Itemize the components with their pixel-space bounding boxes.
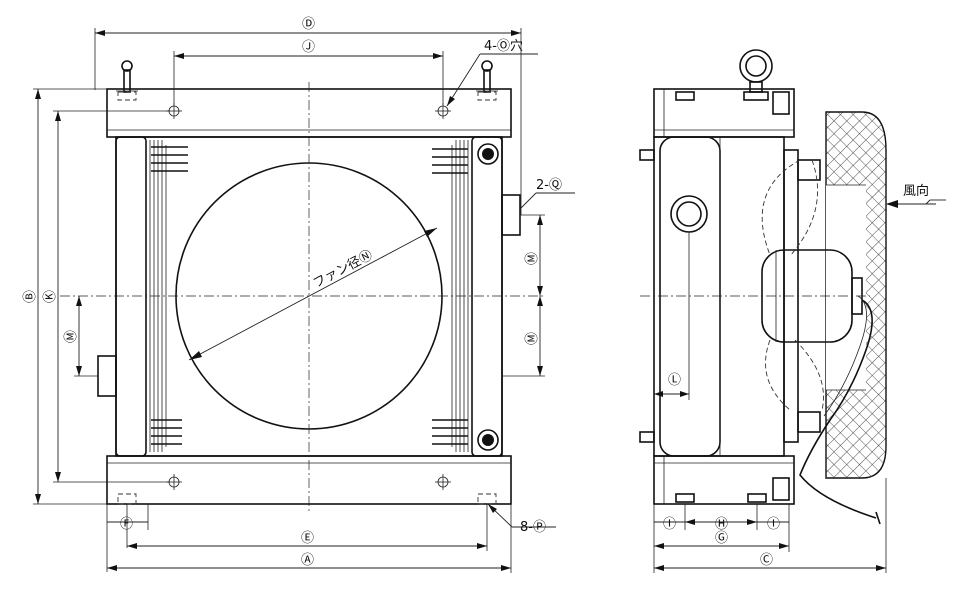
side-left-bolt-top <box>639 149 655 161</box>
dimension-e: Ⓔ <box>127 504 488 551</box>
cap-screw-top <box>477 143 499 165</box>
fan-diameter-label: ファン径Ⓝ <box>311 248 375 292</box>
dimension-g: Ⓖ <box>654 531 789 549</box>
side-port-inner <box>676 201 702 227</box>
wind-direction: 風向 <box>886 183 946 208</box>
label-wind: 風向 <box>903 183 929 199</box>
label-m-right-bottom: Ⓜ <box>525 332 540 345</box>
front-view: ファン径Ⓝ <box>23 17 575 573</box>
dimension-m-right-top: Ⓜ <box>520 214 545 296</box>
port-top-right <box>501 194 521 236</box>
eye-bolt-left <box>116 60 138 101</box>
side-tank <box>659 136 721 457</box>
leader-holes: 4-Ⓞ穴 <box>446 39 538 107</box>
motor-mount-top <box>797 159 821 181</box>
leader-bolts: 8-Ⓟ <box>487 503 556 535</box>
motor-mount-bottom <box>797 411 821 433</box>
dimension-i-left: Ⓘ <box>654 517 685 532</box>
left-tank <box>115 136 147 457</box>
side-view: Ⓛ 風向 <box>639 49 946 573</box>
label-m-left: Ⓜ <box>64 330 79 343</box>
blade-bottom <box>765 339 791 411</box>
bottom-bolt-right <box>477 493 497 505</box>
eye-bolt-right <box>476 60 498 101</box>
label-f: Ⓕ <box>120 517 133 532</box>
side-left-bolt-bottom <box>639 431 655 443</box>
side-bolt-bottom-right <box>747 493 767 503</box>
label-m-right-top: Ⓜ <box>525 252 540 265</box>
blade-top <box>761 159 801 256</box>
side-bolt-bottom-left <box>675 493 695 503</box>
bottom-bolt-left <box>117 493 137 505</box>
wind-arrow-icon <box>886 200 898 208</box>
label-holes: 4-Ⓞ穴 <box>484 39 523 54</box>
label-i-left: Ⓘ <box>663 517 676 532</box>
label-j: Ⓙ <box>302 40 315 55</box>
label-k: Ⓚ <box>43 290 58 303</box>
cap-screw-bottom <box>477 429 499 451</box>
power-cable <box>799 299 877 519</box>
dimension-h: Ⓗ <box>685 517 757 532</box>
dimension-c: Ⓒ <box>654 553 886 571</box>
side-eye-bolt <box>739 49 773 101</box>
side-core <box>653 136 785 457</box>
dimension-k: Ⓚ <box>43 110 170 483</box>
label-e: Ⓔ <box>301 531 314 546</box>
dimension-m-right-bottom: Ⓜ <box>502 296 545 377</box>
dimension-j: Ⓙ <box>173 40 444 105</box>
side-bolt-top-left <box>675 91 695 101</box>
dimension-i-right: Ⓘ <box>757 517 789 532</box>
dimension-b: Ⓑ <box>23 88 107 505</box>
dimension-a: Ⓐ <box>107 504 512 573</box>
label-ports: 2-Ⓠ <box>536 178 562 193</box>
label-i-right: Ⓘ <box>767 517 780 532</box>
label-c: Ⓒ <box>760 553 773 568</box>
label-g: Ⓖ <box>715 531 728 546</box>
label-d: Ⓓ <box>302 17 315 32</box>
side-bolt-bottom-right-2 <box>772 477 790 501</box>
right-tank <box>471 136 503 457</box>
label-bolts: 8-Ⓟ <box>520 520 546 535</box>
dimension-f: Ⓕ <box>106 504 149 572</box>
label-a: Ⓐ <box>301 553 314 568</box>
label-l: Ⓛ <box>668 373 681 388</box>
label-h: Ⓗ <box>715 517 728 532</box>
side-bolt-top-right <box>772 91 790 115</box>
dimension-d: Ⓓ <box>94 17 522 215</box>
fan-diameter-line <box>188 227 438 361</box>
dimension-m-left: Ⓜ <box>64 296 98 377</box>
leader-ports: 2-Ⓠ <box>520 178 575 209</box>
label-b: Ⓑ <box>23 290 38 303</box>
port-bottom-left <box>97 355 117 397</box>
dimension-l: Ⓛ <box>654 232 690 400</box>
